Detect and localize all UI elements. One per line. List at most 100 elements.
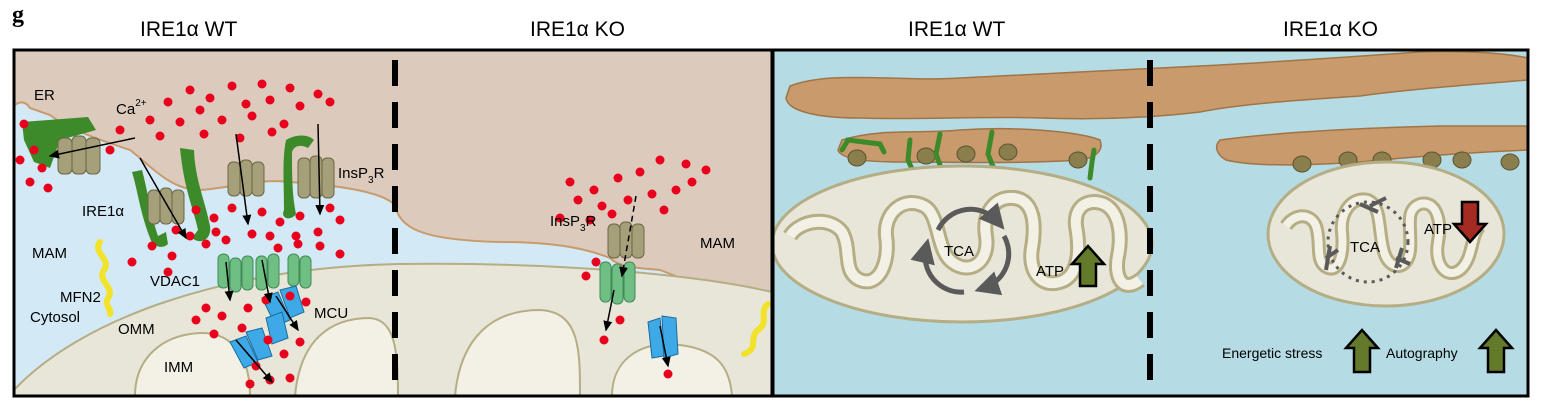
- title-left-ko: IRE1α KO: [530, 18, 626, 41]
- calcium-ion: [313, 89, 323, 99]
- calcium-ion: [599, 335, 609, 345]
- calcium-ion: [235, 133, 245, 143]
- calcium-ion: [201, 239, 211, 249]
- atp-down-arrow: [1451, 200, 1489, 244]
- calcium-ion: [585, 215, 595, 225]
- er-tubule: [785, 50, 1528, 120]
- calcium-flux-arrows: [48, 123, 671, 384]
- calcium-ion: [659, 205, 669, 215]
- calcium-ion: [209, 329, 219, 339]
- calcium-ion: [681, 159, 691, 169]
- calcium-ion: [163, 97, 173, 107]
- label-mfn2: MFN2: [60, 289, 101, 306]
- calcium-ion: [265, 231, 275, 241]
- calcium-ion: [191, 205, 201, 215]
- calcium-ion: [185, 231, 195, 241]
- crista: [453, 308, 582, 396]
- calcium-ion: [581, 271, 591, 281]
- calcium-ion: [217, 115, 227, 125]
- calcium-ion: [155, 131, 165, 141]
- calcium-ion: [655, 155, 665, 165]
- calcium-ion: [293, 239, 303, 249]
- calcium-ion: [247, 111, 257, 121]
- calcium-ion: [251, 361, 261, 371]
- calcium-ion: [273, 243, 283, 253]
- calcium-ion: [195, 105, 205, 115]
- calcium-ion: [295, 337, 305, 347]
- label-ca: Ca2+: [116, 98, 147, 118]
- calcium-ion: [127, 257, 137, 267]
- calcium-ion: [245, 379, 255, 389]
- calcium-ion: [201, 303, 211, 313]
- insp3r-channel: [607, 221, 645, 259]
- calcium-ion: [163, 267, 173, 277]
- label-autography: Autography: [1386, 345, 1458, 361]
- calcium-ion: [217, 311, 227, 321]
- label-ire1a: IRE1α: [82, 203, 124, 220]
- label-tca-ko: TCA: [1350, 239, 1380, 256]
- calcium-ions: [15, 79, 711, 389]
- calcium-ion: [671, 185, 681, 195]
- calcium-ion: [623, 195, 633, 205]
- label-energetic-stress: Energetic stress: [1222, 345, 1322, 361]
- mfn2-tether: [95, 239, 114, 317]
- ire1-protein: [283, 135, 314, 219]
- calcium-ion: [145, 115, 155, 125]
- calcium-ion: [257, 79, 267, 89]
- tca-cycle-ko-arrows: [1324, 196, 1411, 271]
- calcium-ion: [29, 145, 39, 155]
- calcium-ion: [257, 207, 267, 217]
- calcium-ion: [247, 229, 257, 239]
- calcium-ion: [275, 217, 285, 227]
- tca-cycle-wt: [910, 202, 1012, 296]
- calcium-ion: [175, 117, 185, 127]
- right-panel: TCA ATP TCA ATP Energetic stress Autogra…: [773, 50, 1528, 396]
- calcium-ion: [295, 211, 305, 221]
- calcium-ion: [167, 251, 177, 261]
- calcium-ion: [301, 297, 311, 307]
- label-imm: IMM: [164, 359, 193, 376]
- calcium-ion: [325, 203, 335, 213]
- calcium-ion: [687, 177, 697, 187]
- er-tubule: [1215, 125, 1528, 166]
- cristae-ko-inner: [1282, 195, 1484, 277]
- left-panel: ER Ca2+ InsP3R IRE1α MAM MFN2 Cytosol VD…: [14, 50, 772, 396]
- calcium-ion: [607, 209, 617, 219]
- label-atp-wt: ATP: [1036, 263, 1064, 280]
- calcium-ion: [663, 369, 673, 379]
- calcium-ion: [227, 81, 237, 91]
- title-right-wt: IRE1α WT: [908, 18, 1006, 41]
- label-vdac1: VDAC1: [150, 273, 200, 290]
- calcium-ion: [555, 213, 565, 223]
- label-tca-wt: TCA: [944, 243, 974, 260]
- insp3r-channel: [147, 187, 185, 225]
- calcium-ion: [295, 101, 305, 111]
- calcium-ion: [211, 227, 221, 237]
- atp-up-arrow: [1069, 244, 1107, 288]
- label-mam-ko: MAM: [700, 235, 735, 252]
- right-panel-frame: [771, 48, 1530, 398]
- title-left-wt: IRE1α WT: [140, 18, 238, 41]
- calcium-ion: [43, 183, 53, 193]
- calcium-ion: [325, 97, 335, 107]
- tca-cycle-ko: [1326, 200, 1410, 284]
- calcium-ion: [279, 349, 289, 359]
- calcium-ion: [199, 129, 209, 139]
- calcium-ion: [267, 127, 277, 137]
- calcium-ion: [205, 93, 215, 103]
- calcium-ion: [565, 177, 575, 187]
- calcium-ion: [635, 167, 645, 177]
- calcium-ion: [221, 235, 231, 245]
- label-atp-ko: ATP: [1424, 221, 1452, 238]
- label-insp3r-ko: InsP3R: [550, 213, 597, 234]
- panel-letter: g: [12, 2, 24, 28]
- mfn2-tether: [741, 301, 771, 357]
- title-right-ko: IRE1α KO: [1283, 18, 1379, 41]
- calcium-ion: [265, 95, 275, 105]
- calcium-ion: [279, 119, 289, 129]
- calcium-ion: [25, 177, 35, 187]
- calcium-ion: [15, 155, 25, 165]
- er-tubule: [837, 128, 1102, 164]
- calcium-ion: [147, 241, 157, 251]
- calcium-ion: [597, 201, 607, 211]
